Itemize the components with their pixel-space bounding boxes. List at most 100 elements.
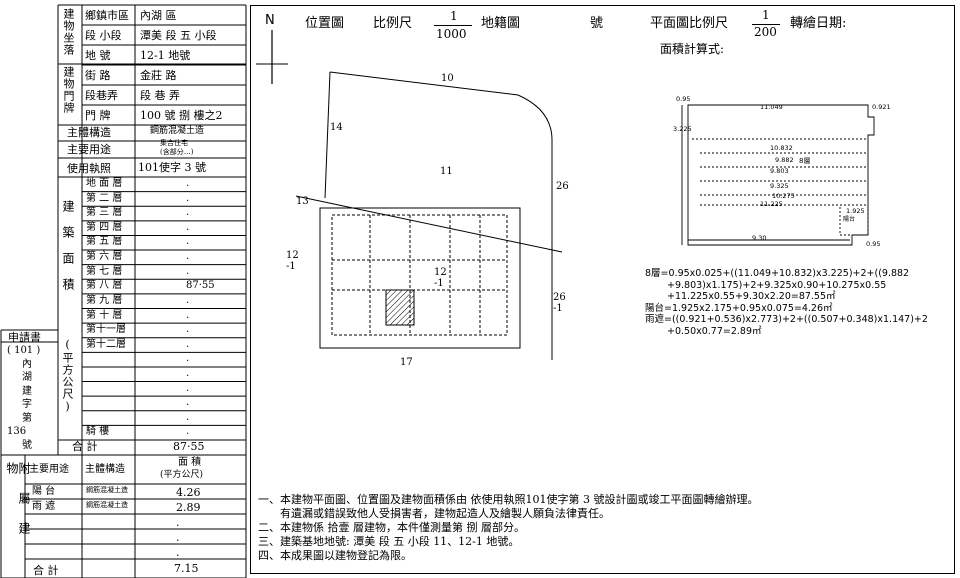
note-line: 一、本建物平面圖、位置圖及建物面積係由 依使用執照101使字第 3 號設計圖或竣… <box>258 493 759 506</box>
location-row-label: 門 牌 <box>85 109 111 122</box>
main-structure-value: 鋼筋混凝土造 <box>150 126 205 136</box>
target-unit-hatch <box>385 289 415 326</box>
attached-area: . <box>176 516 180 529</box>
attached-structure: 鋼筋混凝土造 <box>86 501 128 509</box>
lot-12-1-center: 12 -1 <box>434 267 447 289</box>
main-use-label: 主要用途 <box>67 143 111 156</box>
floor-scale-bar <box>752 24 780 25</box>
floor-area: . <box>186 324 190 336</box>
attached-area: . <box>176 546 180 559</box>
lot-11: 11 <box>440 166 453 177</box>
lot-13: 13 <box>296 196 309 207</box>
floor-scale-num: 1 <box>762 8 770 22</box>
lot-14: 14 <box>330 122 343 133</box>
dim-0-95-b: 0.95 <box>866 240 881 248</box>
floor-area: . <box>186 426 190 438</box>
attached-header-area: 面 積 <box>178 457 202 468</box>
note-line: 四、本成果圖以建物登記為限。 <box>258 549 412 562</box>
location-row-label: 街 路 <box>85 69 111 82</box>
floor-name: 第 七 層 <box>86 265 123 277</box>
floor-area: . <box>186 236 190 248</box>
location-scale-bar <box>434 25 472 26</box>
label-balcony: 陽台 <box>843 216 856 223</box>
location-row-value: 潭美 段 五 小段 <box>140 29 217 42</box>
floor-area: . <box>186 221 190 233</box>
note-line: 二、本建物係 拾壹 層建物，本件僅測量第 捌 層部分。 <box>258 521 525 534</box>
location-row-label: 地 號 <box>85 49 111 62</box>
formula-line: 8層=0.95x0.025+((11.049+10.832)x3.225)+2+… <box>645 268 910 279</box>
attached-total-label: 合 計 <box>33 564 59 577</box>
floor-name: 第十一層 <box>86 324 126 336</box>
floor-name: 第十二層 <box>86 338 126 350</box>
dim-1-925: 1.925 <box>846 207 865 215</box>
attached-structure: 鋼筋混凝土造 <box>86 486 128 494</box>
dim-9-882: 9.882 <box>775 156 794 164</box>
floor-name: 騎 樓 <box>86 426 110 438</box>
floor-area: . <box>186 265 190 277</box>
applicant-line: 內 <box>22 358 32 370</box>
attached-header-struct: 主體構造 <box>85 464 125 475</box>
floor-name: 第 十 層 <box>86 309 123 321</box>
floor-area: . <box>186 251 190 263</box>
dim-11-049: 11.049 <box>760 103 783 111</box>
floor-area: . <box>186 397 190 409</box>
dim-9-30: 9.30 <box>752 234 767 242</box>
dim-0-921: 0.921 <box>872 103 891 111</box>
location-row-label: 鄉鎮市區 <box>85 9 129 22</box>
location-row-value: 100 號 捌 樓之2 <box>140 109 223 122</box>
location-row-label: 段 小段 <box>85 29 122 42</box>
building-location-label: 建物坐落 <box>62 8 75 56</box>
drawing-frame <box>250 5 955 574</box>
total-value: 87·55 <box>173 440 205 453</box>
applicant-label: 申請書 <box>8 331 41 344</box>
floor-name: 第 八 層 <box>86 280 123 292</box>
lot-26-1: 26 -1 <box>553 292 566 314</box>
applicant-line: 湖 <box>22 372 32 383</box>
attached-header-use: 主要用途 <box>29 464 69 475</box>
attached-area: 4.26 <box>176 486 201 499</box>
location-row-label: 段巷弄 <box>85 89 118 102</box>
formula-line: +9.803)x1.175)+2+9.325x0.90+10.275x0.55 <box>667 279 887 291</box>
use-permit-value: 101使字 3 號 <box>138 161 206 174</box>
formula-line: +11.225x0.55+9.30x2.20=87.55㎡ <box>667 291 836 302</box>
location-row-value: 12-1 地號 <box>140 49 191 62</box>
applicant-line: 建 <box>22 385 32 397</box>
dim-10-832: 10.832 <box>770 144 793 152</box>
attached-area: . <box>176 531 180 544</box>
dim-0-95: 0.95 <box>676 95 691 103</box>
formula-line: +0.50x0.77=2.89㎡ <box>667 325 762 337</box>
lot-10: 10 <box>441 73 454 84</box>
floor-name: 第 二 層 <box>86 192 123 204</box>
applicant-line: 號 <box>22 439 32 451</box>
attached-header-unit: (平方公尺) <box>160 470 204 480</box>
floor-name: 第 九 層 <box>86 294 123 306</box>
attached-use: 陽 台 <box>32 486 56 497</box>
dim-9-325: 9.325 <box>770 182 789 190</box>
label-main-floor: 8層 <box>799 157 811 165</box>
floor-area: . <box>186 207 190 219</box>
applicant-line: 136 <box>7 426 27 437</box>
floor-area: . <box>186 411 190 423</box>
dim-9-803: 9.803 <box>770 167 789 175</box>
location-scale-den: 1000 <box>436 27 467 41</box>
notes: 一、本建物平面圖、位置圖及建物面積係由 依使用執照101使字第 3 號設計圖或竣… <box>258 493 948 563</box>
use-permit-label: 使用執照 <box>67 162 111 175</box>
location-row-value: 段 巷 弄 <box>140 89 180 102</box>
floor-area: . <box>186 178 190 189</box>
floor-plan-title: 平面圖比例尺 <box>650 16 729 31</box>
applicant-line: ( 101 ) <box>7 345 41 356</box>
floor-plan <box>681 104 875 246</box>
floor-area: 87·55 <box>186 280 215 292</box>
north-arrow-label: N <box>265 13 275 28</box>
cadastral-label: 地籍圖 <box>481 16 521 31</box>
door-label: 建物門牌 <box>62 66 75 114</box>
floor-name: 第 四 層 <box>86 221 123 233</box>
main-use-value: 集合住宅 (含部分…) <box>160 139 194 156</box>
applicant-line: 第 <box>22 412 32 424</box>
floor-area: . <box>186 353 190 365</box>
area-calc-label: 面積計算式: <box>660 42 725 56</box>
total-label: 合 計 <box>72 440 98 453</box>
area-label: 建築面積 <box>61 200 75 304</box>
applicant-line: 字 <box>22 399 32 410</box>
attached-area: 2.89 <box>176 501 201 514</box>
